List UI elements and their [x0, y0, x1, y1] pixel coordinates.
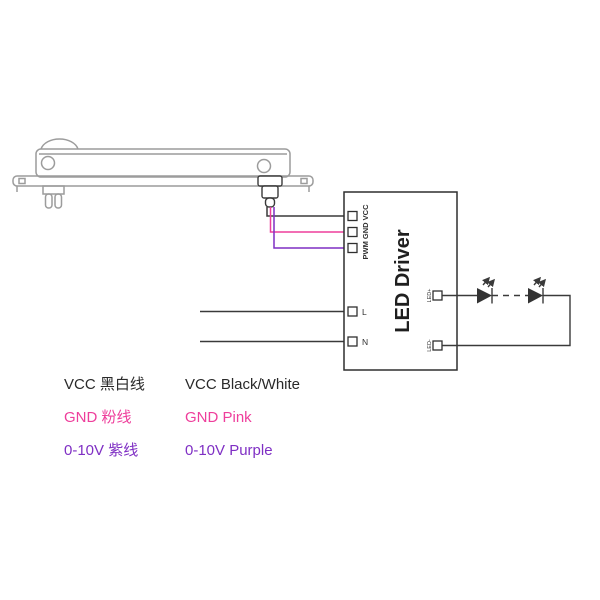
sensor-screw-left — [40, 155, 56, 171]
sensor-device — [12, 138, 314, 209]
led-circuit — [442, 276, 571, 347]
mounting-slot-left — [18, 177, 26, 185]
connector-left-pin2 — [54, 193, 63, 209]
wire-vcc — [266, 207, 348, 217]
terminal-pwm — [347, 242, 358, 254]
led-driver: PWM GND VCC LED Driver L N LED+ LED- — [343, 191, 458, 371]
connector-housing — [261, 185, 279, 199]
connector-ferrule — [264, 197, 276, 208]
mounting-slot-right — [300, 177, 308, 185]
terminal-l-label: L — [362, 307, 367, 317]
terminal-l — [347, 306, 358, 317]
led-symbol-2 — [528, 276, 547, 304]
terminal-gnd — [347, 226, 358, 238]
legend-010v-cn: 0-10V 紫线 — [64, 442, 138, 459]
wire-gnd — [269, 207, 348, 233]
legend-vcc-en: VCC Black/White — [185, 376, 300, 393]
led-2-triangle — [528, 288, 543, 304]
sensor-screw-right — [256, 158, 272, 174]
led-2-emission-arrow-2 — [538, 278, 547, 288]
driver-terminals — [347, 210, 443, 351]
led-2-emission-arrow-1 — [533, 276, 542, 286]
legend: VCC 黑白线 VCC Black/White GND 粉线 GND Pink … — [64, 376, 300, 459]
mains-input-lines — [200, 310, 348, 343]
led-driver-label: LED Driver — [392, 229, 414, 333]
led-driver-box — [343, 191, 458, 371]
terminal-led-plus — [432, 290, 443, 301]
sensor-dome — [40, 138, 79, 150]
terminal-led-minus-label: LED- — [427, 339, 433, 352]
terminal-led-plus-label: LED+ — [427, 289, 433, 303]
legend-gnd-cn: GND 粉线 — [64, 409, 132, 426]
legend-vcc-cn: VCC 黑白线 — [64, 376, 145, 393]
terminal-vcc — [347, 210, 358, 222]
led-1-emission-arrow-2 — [487, 278, 496, 288]
led-1-triangle — [477, 288, 492, 304]
led-symbol-1 — [477, 276, 496, 304]
signal-terminals-label: PWM GND VCC — [361, 204, 370, 260]
wire-pwm — [273, 207, 348, 249]
legend-gnd-en: GND Pink — [185, 409, 252, 426]
connector-left-pin1 — [44, 193, 53, 209]
connector-left-body — [42, 185, 65, 195]
led-1-emission-arrow-1 — [482, 276, 491, 286]
terminal-n-label: N — [362, 337, 368, 347]
led-return-wire — [442, 294, 571, 347]
sensor-output-connector — [257, 175, 283, 208]
legend-010v-en: 0-10V Purple — [185, 442, 273, 459]
terminal-led-minus — [432, 340, 443, 351]
mounting-plate — [12, 175, 314, 187]
terminal-n — [347, 336, 358, 347]
signal-wires — [266, 207, 348, 249]
connector-flange — [257, 175, 283, 187]
sensor-body — [35, 148, 291, 178]
